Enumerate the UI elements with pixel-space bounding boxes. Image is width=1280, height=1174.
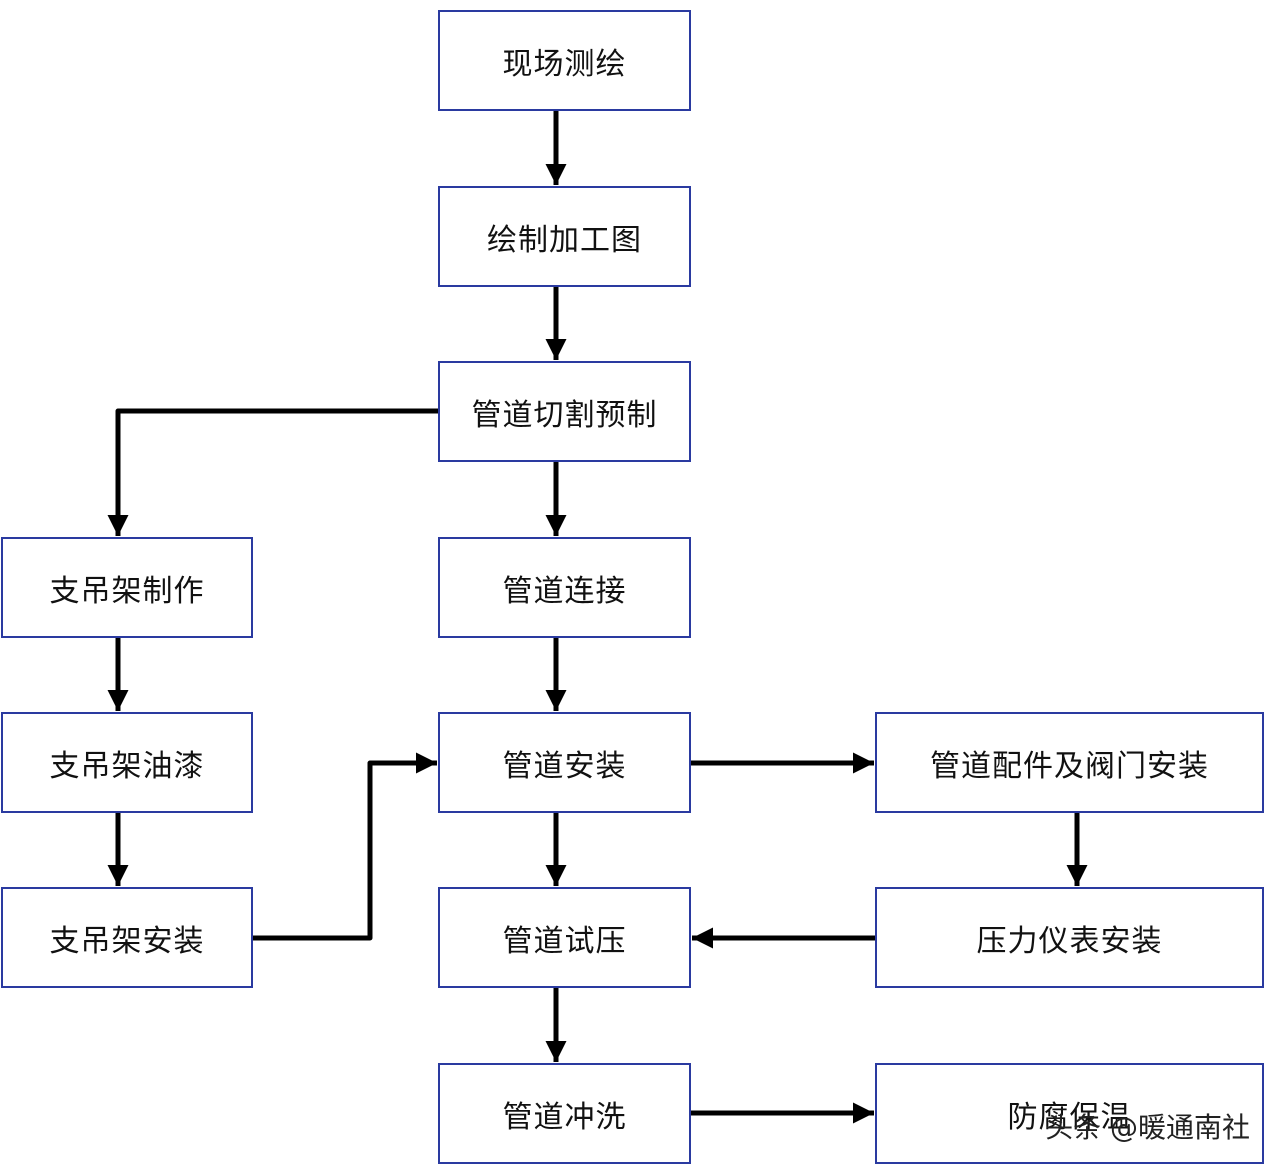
- node-flushing: 管道冲洗: [438, 1063, 691, 1164]
- node-last-right: 防腐保温: [875, 1063, 1264, 1164]
- node-drawing: 绘制加工图: [438, 186, 691, 287]
- node-pressure-test: 管道试压: [438, 887, 691, 988]
- node-installation: 管道安装: [438, 712, 691, 813]
- node-support-make: 支吊架制作: [1, 537, 253, 638]
- node-survey: 现场测绘: [438, 10, 691, 111]
- node-support-install: 支吊架安装: [1, 887, 253, 988]
- arrow-support-install-to-installation: [253, 752, 437, 941]
- node-gauge-install: 压力仪表安装: [875, 887, 1264, 988]
- node-connection: 管道连接: [438, 537, 691, 638]
- arrow-cutting-to-support-make: [107, 408, 438, 536]
- node-support-paint: 支吊架油漆: [1, 712, 253, 813]
- node-cutting: 管道切割预制: [438, 361, 691, 462]
- node-fittings-valves: 管道配件及阀门安装: [875, 712, 1264, 813]
- watermark: 头条 @暖通南社: [1045, 1111, 1250, 1144]
